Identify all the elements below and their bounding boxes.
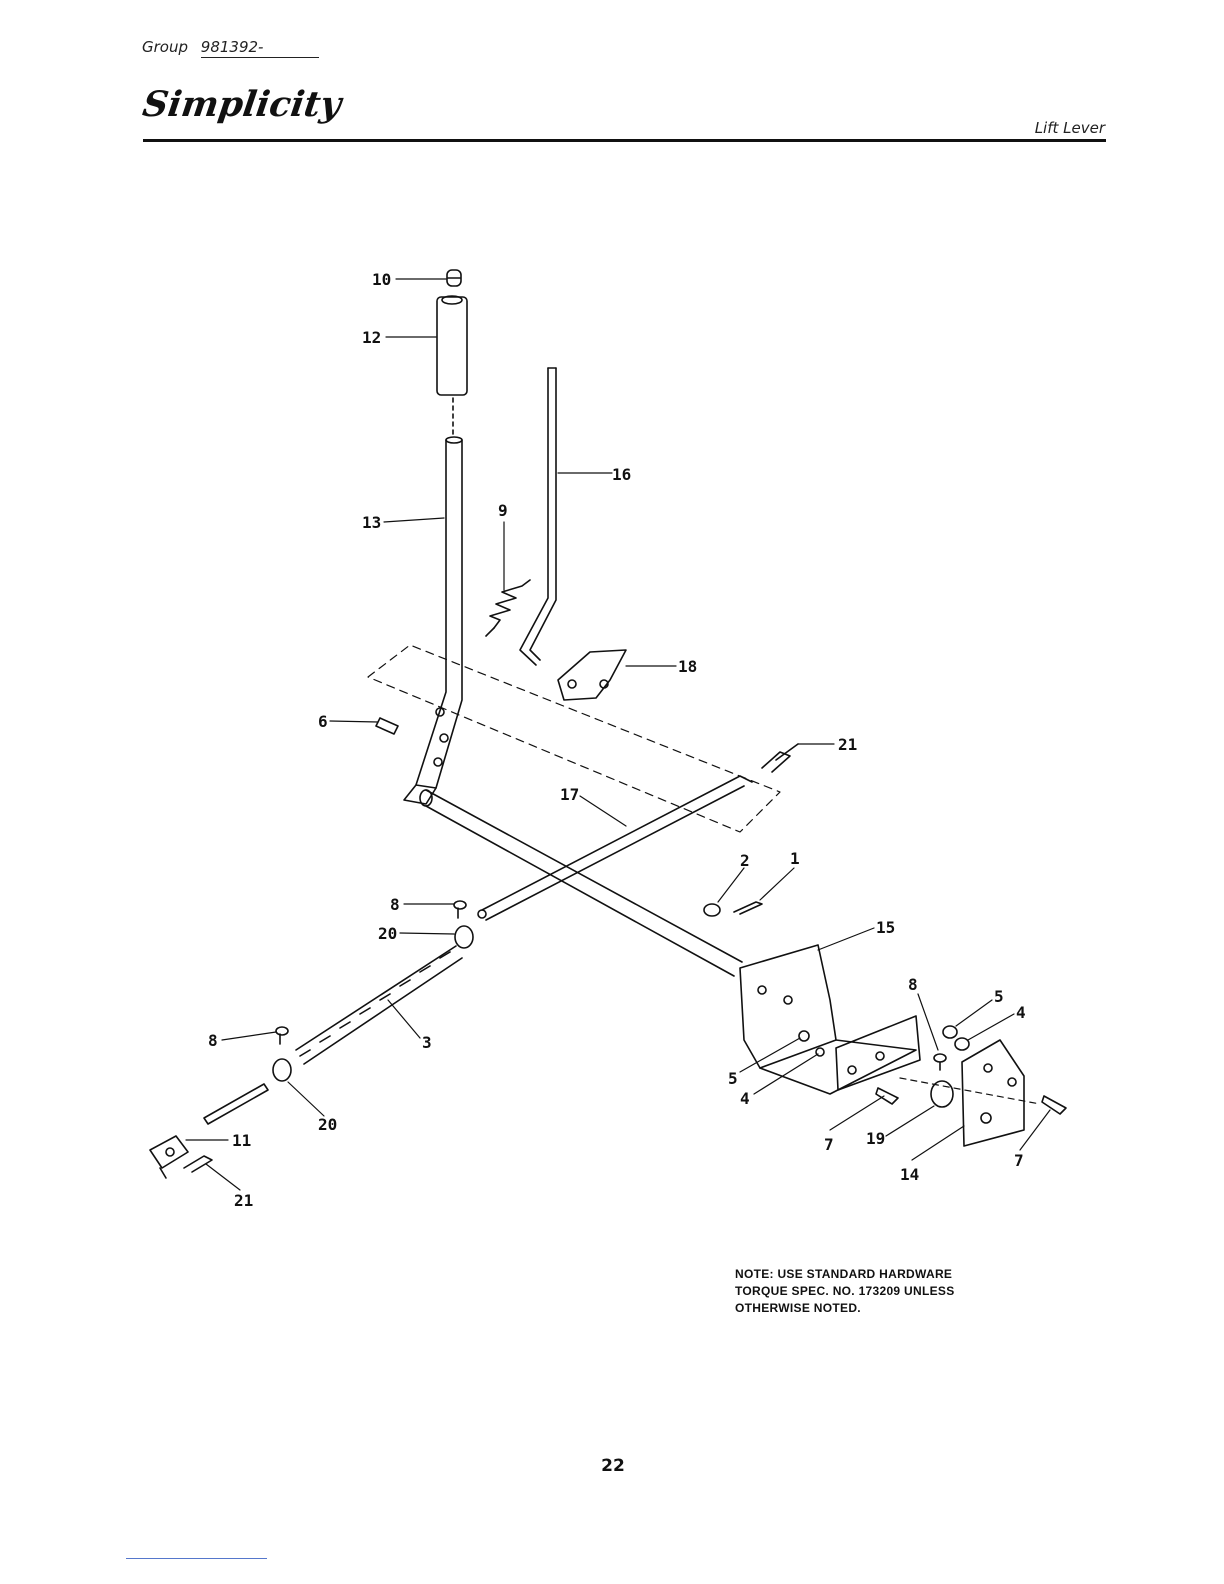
callout-label: 7 [824, 1135, 834, 1154]
callout-label: 12 [362, 328, 381, 347]
note-line: OTHERWISE NOTED. [735, 1300, 1035, 1317]
hex-bolt-part [876, 1088, 898, 1104]
assembly-dashline [900, 1078, 1040, 1104]
mounting-plate-part [962, 1040, 1024, 1146]
knob-cap-part [447, 270, 461, 286]
callout-label: 1 [790, 849, 800, 868]
flat-washer-part [704, 904, 720, 916]
small-spring-part [486, 580, 530, 636]
cotter-pin-part [734, 902, 762, 914]
spacer-part [455, 926, 473, 948]
hairpin-clip-part [762, 744, 798, 772]
hex-bolt-part [1042, 1096, 1066, 1114]
carriage-bolt-part [276, 1027, 288, 1044]
pin-rod-part [204, 1084, 268, 1124]
control-rod-part [520, 368, 556, 665]
callout-label: 16 [612, 465, 631, 484]
callout-label: 14 [900, 1165, 919, 1184]
callout-label: 11 [232, 1131, 251, 1150]
hex-nut-part [943, 1026, 957, 1038]
lock-washer-part [955, 1038, 969, 1050]
callout-label: 21 [838, 735, 857, 754]
lift-rod-part [478, 776, 752, 920]
callout-label: 4 [740, 1089, 750, 1108]
callout-label: 17 [560, 785, 579, 804]
callout-label: 7 [1014, 1151, 1024, 1170]
callout-label: 21 [234, 1191, 253, 1210]
yoke-part [150, 1136, 188, 1178]
callout-label: 13 [362, 513, 381, 532]
callout-label: 8 [208, 1031, 218, 1050]
leader-lines [186, 279, 1050, 1190]
handle-grip-part [437, 296, 467, 395]
mounting-bracket-part [740, 945, 920, 1094]
spacer-part [273, 1059, 291, 1081]
callout-labels: 10 12 13 16 9 18 6 21 17 2 1 8 20 15 8 5… [208, 270, 1026, 1210]
callout-label: 2 [740, 851, 750, 870]
callout-label: 18 [678, 657, 697, 676]
callout-label: 8 [908, 975, 918, 994]
hardware-note: NOTE: USE STANDARD HARDWARE TORQUE SPEC.… [735, 1266, 1035, 1317]
carriage-bolt-part [454, 901, 466, 918]
lift-lever-part [404, 437, 462, 804]
callout-label: 5 [728, 1069, 738, 1088]
footer-rule [126, 1558, 267, 1559]
compression-spring-part [296, 946, 462, 1064]
pivot-pin-part [376, 718, 398, 734]
hairpin-clip-part [184, 1156, 212, 1172]
cross-shaft-part [420, 790, 742, 976]
callout-label: 3 [422, 1033, 432, 1052]
callout-label: 19 [866, 1129, 885, 1148]
note-line: NOTE: USE STANDARD HARDWARE [735, 1266, 1035, 1283]
page-number: 22 [600, 1456, 626, 1476]
callout-label: 15 [876, 918, 895, 937]
callout-label: 20 [318, 1115, 337, 1134]
callout-label: 10 [372, 270, 391, 289]
link-bracket-part [558, 650, 626, 700]
callout-label: 6 [318, 712, 328, 731]
callout-label: 9 [498, 501, 508, 520]
callout-label: 5 [994, 987, 1004, 1006]
note-line: TORQUE SPEC. NO. 173209 UNLESS [735, 1283, 1035, 1300]
callout-label: 4 [1016, 1003, 1026, 1022]
callout-label: 20 [378, 924, 397, 943]
callout-label: 8 [390, 895, 400, 914]
carriage-bolt-part [934, 1054, 946, 1070]
